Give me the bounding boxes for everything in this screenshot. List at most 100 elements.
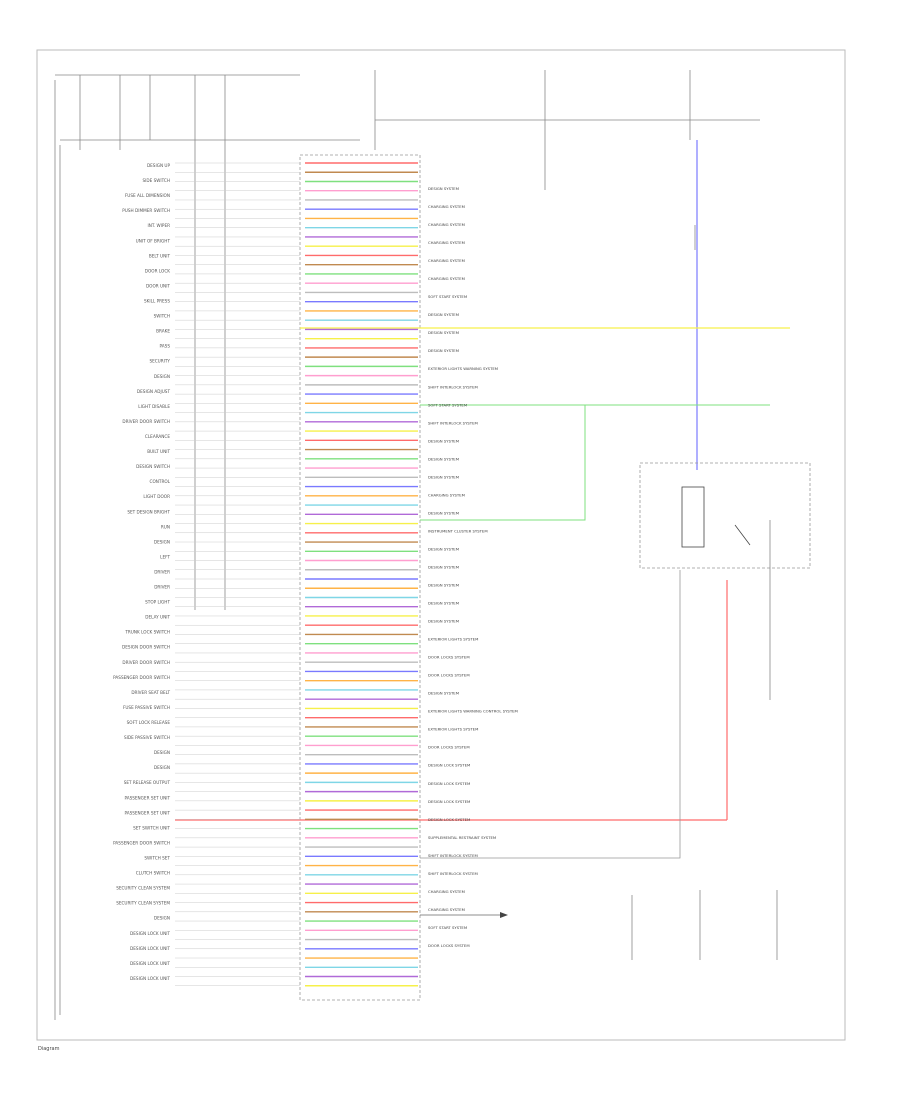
left-label: SET DESIGN BRIGHT [127, 509, 170, 514]
left-label: LEFT [160, 554, 170, 559]
right-label: DESIGN SYSTEM [428, 691, 459, 696]
right-label: EXTERIOR LIGHTS WARNING CONTROL SYSTEM [428, 709, 518, 714]
left-label: LIGHT DOOR [143, 494, 170, 499]
fuse-block-right [374, 70, 760, 250]
wire-rows [175, 162, 418, 987]
left-label: BELT UNIT [149, 253, 171, 258]
right-label: CHARGING SYSTEM [428, 276, 465, 281]
green-long-wire [420, 404, 586, 521]
left-label: DESIGN [154, 765, 170, 770]
left-label: DESIGN LOCK UNIT [130, 976, 170, 981]
left-label: PASSENGER DOOR SWITCH [113, 675, 170, 680]
switch-element [681, 486, 705, 548]
right-label: DESIGN SYSTEM [428, 348, 459, 353]
left-label: SECURITY [149, 359, 170, 364]
right-label: SHIFT INTERLOCK SYSTEM [428, 853, 478, 858]
fuse-block-left [54, 74, 360, 1020]
left-label: DELAY UNIT [145, 615, 170, 620]
right-label: DESIGN SYSTEM [428, 510, 459, 515]
switch-contact [734, 524, 751, 546]
left-label: BUILT UNIT [147, 449, 170, 454]
right-label: DESIGN SYSTEM [428, 312, 459, 317]
right-label: DOOR LOCKS SYSTEM [428, 745, 470, 750]
right-label: SUPPLEMENTAL RESTRAINT SYSTEM [428, 835, 496, 840]
left-label: DRIVER DOOR SWITCH [122, 660, 170, 665]
left-label: SECURITY CLEAN SYSTEM [116, 886, 170, 891]
right-label: DESIGN SYSTEM [428, 601, 459, 606]
left-label: UNIT OF BRIGHT [136, 238, 171, 243]
right-label: SHIFT INTERLOCK SYSTEM [428, 384, 478, 389]
right-label: DESIGN LOCK SYSTEM [428, 799, 470, 804]
right-label: CHARGING SYSTEM [428, 222, 465, 227]
left-label: CONTROL [150, 479, 171, 484]
right-label: EXTERIOR LIGHTS SYSTEM [428, 727, 478, 732]
right-label: DESIGN LOCK SYSTEM [428, 781, 470, 786]
right-label: DESIGN SYSTEM [428, 456, 459, 461]
left-label: TRUNK LOCK SWITCH [124, 630, 170, 635]
left-label: DESIGN LOCK UNIT [130, 931, 170, 936]
left-label: SIDE PASSIVE SWITCH [124, 735, 170, 740]
right-label: CHARGING SYSTEM [428, 204, 465, 209]
left-label: DESIGN [154, 916, 170, 921]
left-label: DESIGN [154, 374, 170, 379]
right-label: CHARGING SYSTEM [428, 258, 465, 263]
left-label: DRIVER [154, 570, 170, 575]
right-label: DESIGN LOCK SYSTEM [428, 763, 470, 768]
left-label: DESIGN [154, 539, 170, 544]
left-label: INT. WIPER [147, 223, 170, 228]
right-label: DESIGN SYSTEM [428, 330, 459, 335]
body-control-module [299, 154, 421, 1001]
left-label: DESIGN ADJUST [137, 389, 171, 394]
switch-box [639, 462, 811, 569]
left-label: SIDE SWITCH [142, 178, 170, 183]
right-label: INSTRUMENT CLUSTER SYSTEM [428, 528, 488, 533]
right-label: SHIFT INTERLOCK SYSTEM [428, 871, 478, 876]
right-label: CHARGING SYSTEM [428, 889, 465, 894]
left-label: DESIGN UP [147, 163, 171, 168]
right-label: CHARGING SYSTEM [428, 907, 465, 912]
left-label: STOP LIGHT [145, 600, 170, 605]
left-label: CLUTCH SWITCH [136, 871, 170, 876]
left-label: DRIVER [154, 585, 170, 590]
left-label: DESIGN DOOR SWITCH [122, 645, 170, 650]
right-label: CHARGING SYSTEM [428, 240, 465, 245]
left-label: DESIGN LOCK UNIT [130, 961, 170, 966]
left-label: FUSE PASSIVE SWITCH [123, 705, 170, 710]
left-label: DOOR UNIT [146, 283, 170, 288]
left-label: PASSENGER DOOR SWITCH [113, 841, 170, 846]
left-label: DESIGN LOCK UNIT [130, 946, 170, 951]
right-label: DOOR LOCKS SYSTEM [428, 673, 470, 678]
right-labels: DESIGN SYSTEM CHARGING SYSTEM CHARGING SYS… [428, 186, 518, 948]
left-label: PUSH DIMMER SWITCH [122, 208, 170, 213]
footer-code: Diagram [38, 1046, 60, 1052]
diagram-frame [36, 49, 846, 1041]
left-label: PASSENGER SET UNIT [124, 810, 170, 815]
right-label: SOFT START SYSTEM [428, 402, 467, 407]
right-label: DESIGN SYSTEM [428, 619, 459, 624]
left-label: SKILL PRESS [144, 299, 170, 304]
left-label: DESIGN SWITCH [136, 464, 170, 469]
left-label: SET SWITCH UNIT [133, 825, 170, 830]
left-label: DRIVER DOOR SWITCH [122, 419, 170, 424]
left-label: PASS [160, 344, 171, 349]
left-label: SWITCH [154, 314, 170, 319]
right-label: DESIGN LOCK SYSTEM [428, 817, 470, 822]
right-label: DESIGN SYSTEM [428, 547, 459, 552]
right-label: CHARGING SYSTEM [428, 492, 465, 497]
connector-arrow [500, 912, 508, 918]
left-label: BRAKE [156, 329, 170, 334]
left-label: LIGHT DISABLE [138, 404, 170, 409]
left-label: DRIVER SEAT BELT [131, 690, 170, 695]
left-label: SWITCH SET [144, 856, 170, 861]
left-label: RUN [161, 524, 170, 529]
right-label: SOFT START SYSTEM [428, 294, 467, 299]
left-label: DESIGN [154, 750, 170, 755]
right-label: DESIGN SYSTEM [428, 583, 459, 588]
right-label: DESIGN SYSTEM [428, 438, 459, 443]
right-label: DESIGN SYSTEM [428, 474, 459, 479]
left-label: SOFT LOCK RELEASE [127, 720, 171, 725]
left-label: CLEARANCE [145, 434, 170, 439]
left-label: SECURITY CLEAN SYSTEM [116, 901, 170, 906]
